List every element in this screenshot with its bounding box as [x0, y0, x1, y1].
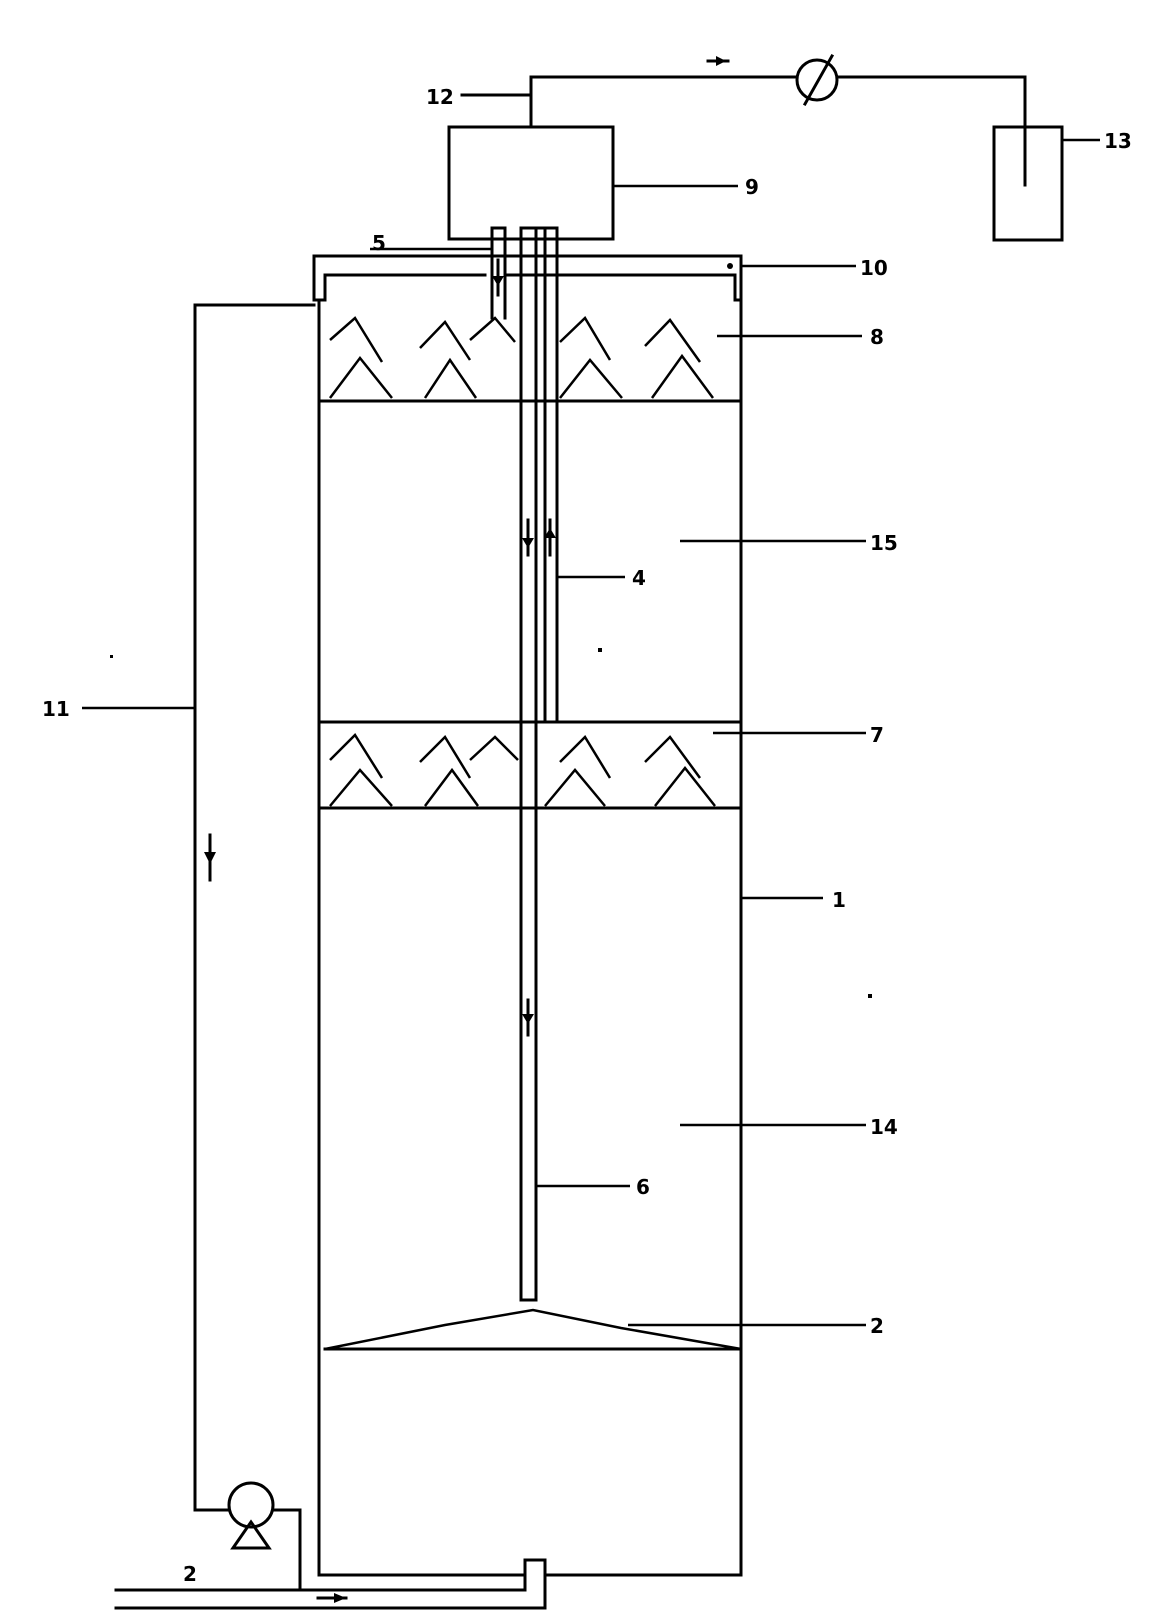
gas-outlet-pipe	[490, 226, 507, 320]
arrow-right-icon	[706, 56, 730, 66]
middle-separator	[317, 720, 743, 810]
label-7: 7	[870, 723, 884, 747]
flow-arrows	[204, 56, 730, 1603]
label-14: 14	[870, 1115, 898, 1139]
arrow-right-icon	[316, 1593, 348, 1603]
gas-line	[460, 75, 1027, 187]
arrow-down-icon	[522, 518, 534, 557]
label-2-inlet: 2	[183, 1562, 197, 1586]
label-6: 6	[636, 1175, 650, 1199]
label-15: 15	[870, 531, 898, 555]
bottom-distributor	[323, 1308, 743, 1351]
gas-collector-bottle	[992, 125, 1064, 242]
feed-inlet-pipe	[114, 1558, 547, 1610]
label-2-separator: 2	[870, 1314, 884, 1338]
upper-separator	[317, 316, 743, 403]
recirculation-line	[193, 303, 316, 1592]
downcomer-pipe	[519, 226, 538, 1302]
reactor-vessel	[317, 298, 743, 1577]
arrow-down-icon	[522, 998, 534, 1037]
label-1: 1	[832, 888, 846, 912]
label-12: 12	[426, 85, 454, 109]
arrow-down-icon	[492, 258, 504, 297]
gas-meter-icon	[795, 53, 839, 107]
reactor-lid	[312, 254, 743, 302]
part-labels: 12 13 9 5 10 8 15 4 11 7 1 14 6 2 2	[42, 85, 1132, 1586]
label-10: 10	[860, 256, 888, 280]
label-4: 4	[632, 566, 646, 590]
gas-liquid-separator	[447, 125, 615, 241]
label-11: 11	[42, 697, 70, 721]
label-9: 9	[745, 175, 759, 199]
label-5: 5	[372, 231, 386, 255]
arrow-up-icon	[544, 518, 556, 557]
arrow-down-icon	[204, 833, 216, 882]
pump-icon	[227, 1481, 275, 1550]
label-13: 13	[1104, 129, 1132, 153]
riser-pipe	[534, 226, 559, 724]
leader-lines	[82, 138, 1100, 1327]
scan-dots	[110, 648, 872, 998]
label-8: 8	[870, 325, 884, 349]
